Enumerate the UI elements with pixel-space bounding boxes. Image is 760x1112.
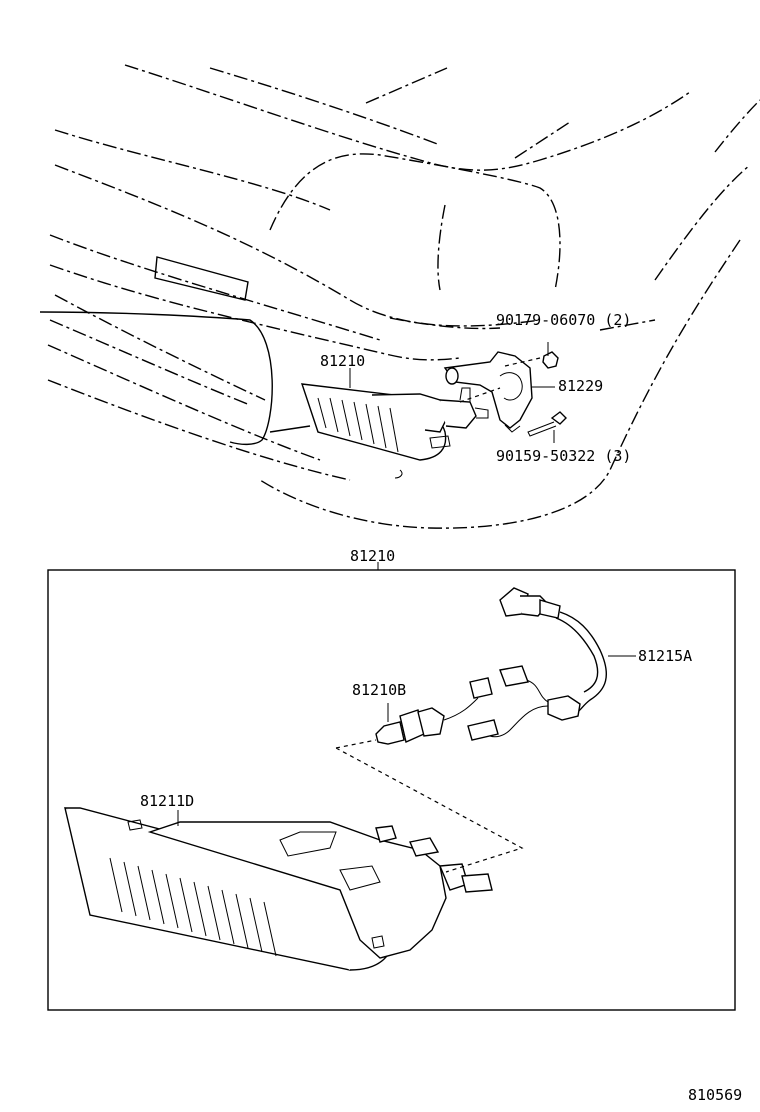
socket-wire-81215A <box>467 587 636 741</box>
nut-90179 <box>542 342 559 369</box>
label-bulb: 81210B <box>352 681 406 699</box>
label-socket-wire: 81215A <box>638 647 692 665</box>
bracket-81229 <box>443 351 533 433</box>
label-bracket: 81229 <box>558 377 603 395</box>
label-lamp-assy-top: 81210 <box>320 352 365 370</box>
label-lamp-assy-box: 81210 <box>350 547 395 565</box>
screw-90159 <box>527 411 567 443</box>
exploded-view-frame <box>47 569 736 1011</box>
fog-lamp-installed <box>300 383 489 461</box>
bulb-81210B <box>375 677 493 745</box>
assembly-guide-line <box>335 739 524 873</box>
diagram-number: 810569 <box>688 1086 742 1104</box>
leader-lines-upper <box>349 357 555 403</box>
lens-ribs <box>109 857 277 957</box>
vehicle-body-outline <box>39 64 760 529</box>
label-lens-housing: 81211D <box>140 792 194 810</box>
label-bolt-nut: 90179-06070 (2) <box>496 311 631 329</box>
label-screw: 90159-50322 (3) <box>496 447 631 465</box>
lens-housing-81211D <box>64 807 493 971</box>
